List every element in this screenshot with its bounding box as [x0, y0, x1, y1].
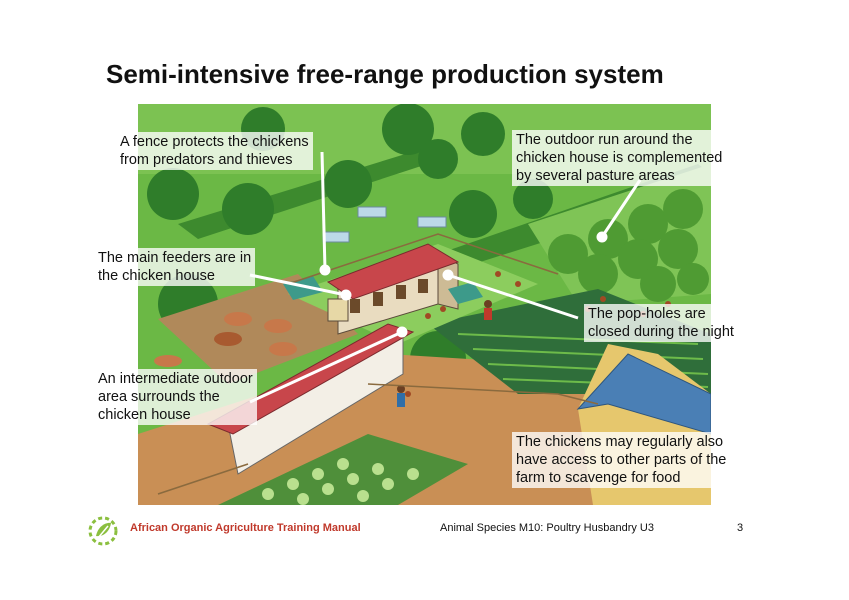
trough-2 — [417, 216, 447, 228]
callout-outdoor-run: The outdoor run around the chicken house… — [512, 130, 727, 186]
callout-intermediate-line-3: chicken house — [98, 407, 191, 423]
trough-1 — [357, 206, 387, 218]
callout-intermediate: An intermediate outdoor area surrounds t… — [94, 369, 257, 425]
callout-outdoor-run-line-3: by several pasture areas — [516, 168, 675, 184]
callout-intermediate-line-2: area surrounds the — [98, 389, 220, 405]
page-number: 3 — [737, 522, 744, 534]
callout-pop-holes-line-1: The pop-holes are — [588, 306, 706, 322]
callout-pop-holes-line-2: closed during the night — [588, 324, 734, 340]
callout-outdoor-run-line-2: chicken house is complemented — [516, 150, 723, 166]
callout-feeders-line-2: the chicken house — [98, 268, 215, 284]
callout-access-line-3: farm to scavenge for food — [516, 470, 681, 486]
trough-3 — [322, 231, 350, 243]
callout-feeders: The main feeders are in the chicken hous… — [94, 248, 256, 286]
slide-title: Semi-intensive free-range production sys… — [106, 59, 664, 89]
callout-pop-holes: The pop-holes are closed during the nigh… — [584, 304, 738, 342]
callout-access-line-1: The chickens may regularly also — [516, 434, 724, 450]
callout-outdoor-run-line-1: The outdoor run around the — [516, 132, 693, 148]
footer-module: Animal Species M10: Poultry Husbandry U3 — [440, 522, 654, 534]
callout-access: The chickens may regularly also have acc… — [512, 432, 731, 488]
callout-fence: A fence protects the chickens from preda… — [116, 132, 313, 170]
fences — [157, 233, 599, 495]
callout-intermediate-line-1: An intermediate outdoor — [98, 371, 253, 387]
callout-access-line-2: have access to other parts of the — [516, 452, 727, 468]
callout-feeders-line-1: The main feeders are in — [98, 250, 252, 266]
callout-fence-line-1: A fence protects the chickens — [120, 134, 309, 150]
callout-fence-line-2: from predators and thieves — [120, 152, 293, 168]
footer-manual-title: African Organic Agriculture Training Man… — [130, 522, 361, 534]
cabbages — [262, 458, 419, 505]
organic-leaf-logo-icon — [88, 516, 118, 546]
